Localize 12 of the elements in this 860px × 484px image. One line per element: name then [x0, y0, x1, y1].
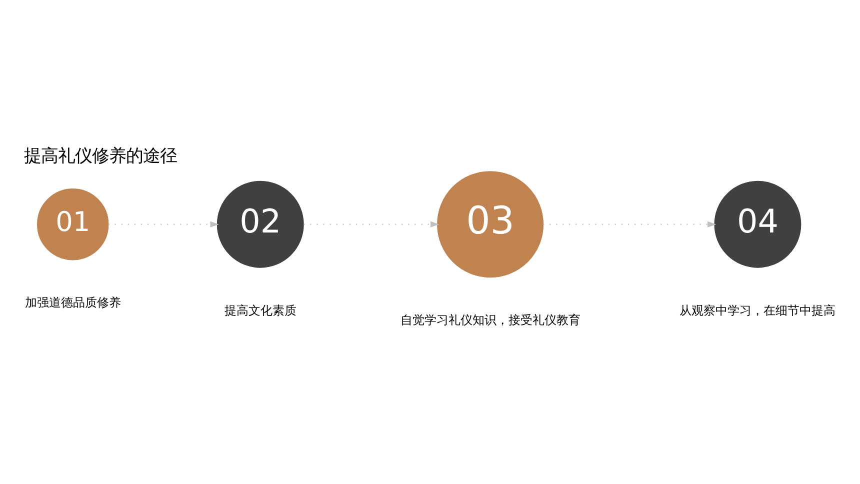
diagram-title: 提高礼仪修养的途径 — [24, 146, 177, 167]
node-circle: 03 — [436, 171, 544, 278]
arrow — [542, 221, 716, 228]
arrow — [108, 221, 218, 228]
node-label: 提高文化素质 — [224, 303, 296, 318]
node-label: 加强道德品质修养 — [24, 296, 120, 310]
arrow — [303, 221, 439, 228]
node-label: 自觉学习礼仪知识，接受礼仪教育 — [400, 313, 580, 328]
node-circle: 04 — [714, 180, 801, 268]
node-circle: 01 — [36, 188, 108, 260]
node-circle: 02 — [216, 180, 304, 268]
node-label: 从观察中学习，在细节中提高 — [679, 303, 836, 318]
